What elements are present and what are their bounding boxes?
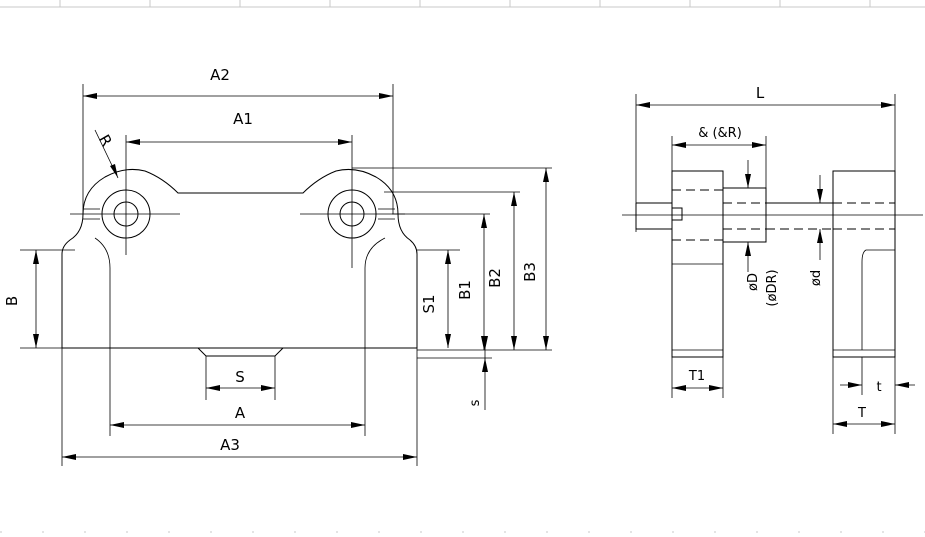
label-d: ød: [809, 270, 824, 286]
label-l: L: [756, 84, 765, 102]
label-b3: B3: [521, 262, 539, 282]
plate-inner-left: [94, 237, 111, 348]
plate-bottom-notch: [62, 347, 417, 357]
plate-outline: [61, 169, 418, 349]
right-slot: [378, 208, 395, 220]
label-small-s: s: [468, 399, 483, 406]
label-t-small: t: [876, 380, 881, 395]
right-plate-inner: [861, 249, 895, 350]
plate-inner-right: [364, 237, 386, 348]
plate-view: A2 A1 R B S1 B1 B: [3, 66, 552, 466]
label-b2: B2: [486, 268, 504, 288]
label-b1: B1: [456, 280, 474, 300]
label-t-big: T: [857, 406, 866, 421]
label-odr: (øDR): [765, 269, 780, 306]
label-a: A: [235, 404, 246, 422]
bushing-block: [722, 187, 767, 243]
section-view: L & (&R) øD (øDR) ød T1 t: [622, 84, 923, 434]
label-a2: A2: [210, 66, 230, 84]
label-a3: A3: [220, 436, 240, 454]
pin-body: [635, 202, 683, 230]
label-t1: T1: [688, 369, 705, 384]
label-s1: S1: [420, 294, 438, 313]
label-b: B: [3, 296, 21, 306]
label-and-r: & (&R): [698, 126, 742, 141]
right-plate-block: [832, 170, 896, 358]
label-s: S: [235, 368, 245, 386]
label-a1: A1: [233, 110, 253, 128]
left-slot: [83, 208, 100, 220]
label-r: R: [95, 131, 116, 149]
label-od: øD: [746, 273, 761, 291]
